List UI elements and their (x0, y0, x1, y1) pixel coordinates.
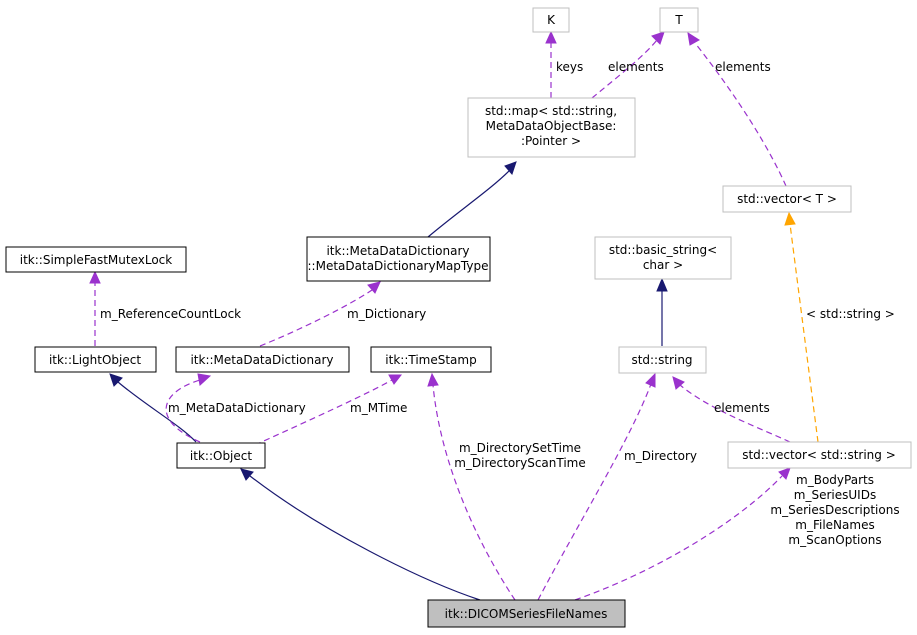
edge-string-inherits-basic-string (656, 277, 668, 346)
text-line: itk::DICOMSeriesFileNames (445, 607, 608, 621)
edge-map-elements (591, 31, 665, 99)
text-line: std::vector< std::string > (742, 448, 896, 462)
class-node-metadata-dictionary[interactable]: itk::MetaDataDictionary (175, 346, 350, 373)
edge-map-keys (545, 30, 557, 98)
edge-vector-members (574, 467, 791, 601)
edge-label-vector-t-elements: elements (715, 60, 771, 74)
text-line: ::MetaDataDictionaryMapType (308, 259, 489, 273)
class-node-std-string[interactable]: std::string (618, 346, 707, 374)
edge-dicom-inherits-object (240, 468, 481, 601)
class-node-time-stamp[interactable]: itk::TimeStamp (370, 346, 492, 373)
edge-template-instance (784, 211, 819, 443)
svg-text:itk::MetaDataDictionary: itk::MetaDataDictionary (190, 353, 333, 367)
text-line: itk::MetaDataDictionary (326, 244, 469, 258)
text-line: m_Directory (624, 449, 697, 463)
class-node-simple-fast-mutex-lock[interactable]: itk::SimpleFastMutexLock (5, 246, 187, 273)
text-line: char > (643, 258, 683, 272)
text-line: m_ScanOptions (788, 533, 881, 547)
class-node-object[interactable]: itk::Object (176, 442, 266, 469)
edge-string-elements (672, 376, 791, 443)
edge-maptype-inherits-map (427, 161, 517, 238)
text-line: elements (608, 60, 664, 74)
text-line: m_MetaDataDictionary (168, 401, 306, 415)
edge-vector-t-elements (687, 31, 787, 187)
text-line: m_SeriesUIDs (794, 488, 876, 502)
class-node-metadata-dictionary-map-type[interactable]: itk::MetaDataDictionary::MetaDataDiction… (306, 236, 491, 282)
text-line: m_BodyParts (796, 473, 874, 487)
svg-text:std::map< std::string,MetaData: std::map< std::string,MetaDataObjectBase… (485, 104, 617, 148)
edge-label-reference-count-lock: m_ReferenceCountLock (100, 307, 241, 321)
text-line: MetaDataObjectBase: (486, 119, 617, 133)
edge-metadata-dictionary (165, 373, 212, 443)
text-line: keys (556, 60, 583, 74)
text-line: K (547, 13, 556, 27)
text-line: < std::string > (806, 307, 895, 321)
svg-text:itk::DICOMSeriesFileNames: itk::DICOMSeriesFileNames (445, 607, 608, 621)
class-node-light-object[interactable]: itk::LightObject (34, 346, 157, 373)
edge-label-metadata-dictionary: m_MetaDataDictionary (168, 401, 306, 415)
edge-directory-times (427, 372, 516, 601)
text-line: :Pointer > (521, 134, 581, 148)
svg-text:itk::MetaDataDictionary::MetaD: itk::MetaDataDictionary::MetaDataDiction… (308, 244, 489, 273)
svg-text:itk::SimpleFastMutexLock: itk::SimpleFastMutexLock (20, 253, 173, 267)
edge-dictionary (259, 281, 381, 347)
class-node-t[interactable]: T (659, 7, 699, 33)
text-line: itk::Object (190, 449, 252, 463)
text-line: itk::LightObject (49, 353, 141, 367)
text-line: m_FileNames (795, 518, 874, 532)
text-line: itk::TimeStamp (385, 353, 476, 367)
text-line: m_ReferenceCountLock (100, 307, 241, 321)
text-line: std::string (631, 353, 692, 367)
text-line: std::basic_string< (609, 243, 717, 257)
svg-text:T: T (674, 13, 683, 27)
text-line: m_MTime (350, 401, 407, 415)
class-node-dicom-series-file-names[interactable]: itk::DICOMSeriesFileNames (427, 599, 626, 628)
edge-label-directory: m_Directory (624, 449, 697, 463)
edge-mtime (254, 374, 403, 446)
svg-text:itk::LightObject: itk::LightObject (49, 353, 141, 367)
svg-text:K: K (547, 13, 556, 27)
text-line: std::map< std::string, (485, 104, 617, 118)
text-line: m_DirectoryScanTime (454, 456, 586, 470)
class-node-std-map[interactable]: std::map< std::string,MetaDataObjectBase… (467, 97, 636, 158)
text-line: m_DirectorySetTime (459, 441, 581, 455)
edge-reference-count-lock (89, 270, 101, 346)
edge-label-map-elements: elements (608, 60, 664, 74)
edge-label-keys: keys (556, 60, 583, 74)
text-line: elements (715, 60, 771, 74)
edge-label-dictionary: m_Dictionary (347, 307, 426, 321)
text-line: m_SeriesDescriptions (770, 503, 899, 517)
svg-text:std::vector< T >: std::vector< T > (737, 192, 837, 206)
text-line: itk::SimpleFastMutexLock (20, 253, 173, 267)
text-line: itk::MetaDataDictionary (190, 353, 333, 367)
class-node-basic-string[interactable]: std::basic_string<char > (594, 236, 732, 280)
edge-label-string-elements: elements (714, 401, 770, 415)
text-line: std::vector< T > (737, 192, 837, 206)
class-node-std-vector-string[interactable]: std::vector< std::string > (727, 441, 912, 469)
svg-text:std::string: std::string (631, 353, 692, 367)
edge-label-string-template: < std::string > (806, 307, 895, 321)
class-node-std-vector-t[interactable]: std::vector< T > (722, 185, 852, 213)
text-line: T (674, 13, 683, 27)
text-line: elements (714, 401, 770, 415)
edge-directory (537, 372, 656, 601)
svg-text:itk::TimeStamp: itk::TimeStamp (385, 353, 476, 367)
class-node-k[interactable]: K (532, 7, 570, 33)
svg-text:itk::Object: itk::Object (190, 449, 252, 463)
svg-text:std::basic_string<char >: std::basic_string<char > (609, 243, 717, 272)
svg-text:std::vector< std::string >: std::vector< std::string > (742, 448, 896, 462)
text-line: m_Dictionary (347, 307, 426, 321)
edge-label-mtime: m_MTime (350, 401, 407, 415)
